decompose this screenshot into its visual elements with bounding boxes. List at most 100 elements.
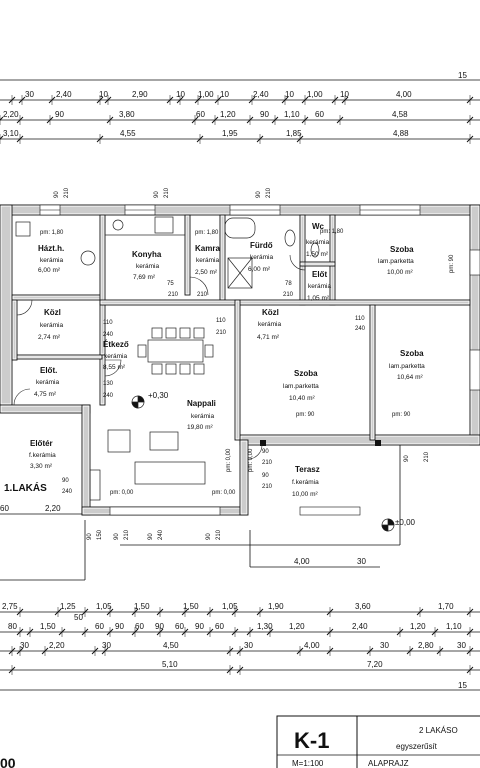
wall-fill	[301, 263, 334, 265]
door-swing	[13, 388, 31, 406]
sink-icon	[112, 219, 124, 231]
svg-text:210: 210	[262, 484, 273, 490]
dim-label: 60	[95, 622, 104, 631]
dim-label: 3,80	[119, 110, 135, 119]
terrace-column	[375, 440, 381, 446]
title-line-3: ALAPRAJZ	[368, 759, 409, 768]
svg-text:pm: 0,00: pm: 0,00	[110, 490, 134, 496]
svg-text:kerámia: kerámia	[306, 239, 330, 246]
dimension-row-bottom-1: 2,75 1,25 1,05 1,50 1,50 1,05 1,90 3,60 …	[2, 602, 454, 611]
svg-text:90: 90	[206, 533, 212, 540]
boiler-icon	[15, 221, 31, 237]
dim-label: 4,00	[294, 557, 310, 566]
svg-text:Fürdő: Fürdő	[250, 241, 273, 250]
svg-text:240: 240	[355, 326, 366, 332]
dim-label: 1,50	[40, 622, 56, 631]
dim-label: 1,05	[222, 602, 238, 611]
svg-text:10,00 m²: 10,00 m²	[292, 491, 318, 498]
room-elot-large: Előt. kerámia 4,75 m²	[34, 366, 60, 398]
svg-text:pm: 90: pm: 90	[296, 412, 315, 418]
dim-label: 1,30	[257, 622, 273, 631]
armchair	[107, 429, 131, 453]
svg-text:210: 210	[64, 187, 70, 198]
furniture	[13, 214, 395, 532]
door-swing	[104, 359, 122, 377]
chair	[165, 327, 177, 339]
dim-label: 90	[55, 110, 64, 119]
dim-label: 30	[357, 557, 366, 566]
title-line-2: egyszerűsít	[396, 742, 438, 751]
cabinet	[89, 469, 101, 501]
svg-text:19,80 m²: 19,80 m²	[187, 424, 213, 431]
svg-text:210: 210	[266, 187, 272, 198]
title-line-1: 2 LAKÁSO	[419, 726, 458, 735]
svg-text:110: 110	[216, 318, 226, 324]
unit-label: 1.LAKÁS	[4, 481, 47, 494]
dim-label: 50	[74, 613, 83, 622]
svg-text:kerámia: kerámia	[104, 353, 128, 360]
svg-text:Közl: Közl	[44, 308, 61, 317]
dim-label: 3,60	[355, 602, 371, 611]
svg-text:210: 210	[197, 292, 208, 298]
svg-text:Közl: Közl	[262, 308, 279, 317]
wall-fill	[331, 216, 334, 304]
svg-text:75: 75	[167, 281, 174, 287]
wall-fill	[13, 301, 16, 359]
chair	[137, 344, 147, 358]
sofa	[134, 461, 206, 485]
dim-label: 1,05	[96, 602, 112, 611]
wall-fill	[13, 296, 101, 299]
svg-text:6,00 m²: 6,00 m²	[248, 266, 271, 273]
title-block: K-1 M=1:100 2 LAKÁSO egyszerűsít ALAPRAJ…	[276, 715, 480, 768]
dim-label: 10	[220, 90, 229, 99]
wall-fill	[1, 406, 89, 412]
room-elot-small: Előt kerámia 1,05 m²	[307, 270, 332, 302]
dim-label: 2,90	[132, 90, 148, 99]
svg-text:90: 90	[114, 533, 120, 540]
chair	[151, 363, 163, 375]
svg-text:Kamra: Kamra	[195, 244, 220, 253]
wall-fill	[101, 216, 104, 354]
dim-label: 1,25	[60, 602, 76, 611]
bathtub	[224, 217, 256, 239]
dim-label: 2,40	[352, 622, 368, 631]
room-terasz: Terasz f.kerámia 10,00 m² pm: 0,00	[248, 448, 320, 498]
svg-text:110: 110	[355, 316, 365, 322]
room-furdo: Fürdő kerámia 6,00 m²	[248, 241, 274, 273]
door-swing	[189, 276, 209, 296]
chair	[179, 363, 191, 375]
dim-label: 15	[458, 681, 467, 690]
dim-label: 1,95	[222, 129, 238, 138]
dim-label: 15	[458, 71, 467, 80]
svg-text:210: 210	[168, 292, 179, 298]
walls	[0, 204, 480, 516]
dim-label: 10	[99, 90, 108, 99]
coffee-table	[149, 431, 179, 451]
room-labels: pm: 1,80 Házt.h. kerámia 6,00 m² Konyha …	[29, 222, 455, 498]
dimension-row-top-2: 2,20 90 3,80 60 1,20 90 1,10 60 4,58	[3, 110, 408, 119]
chair	[204, 344, 214, 358]
room-eloter: Előtér f.kerámia 3,30 m²	[29, 439, 56, 470]
room-hazt: pm: 1,80 Házt.h. kerámia 6,00 m²	[38, 230, 64, 274]
terrace-column	[260, 440, 266, 446]
dim-label: 2,40	[56, 90, 72, 99]
level-markers: +0,30 ±0,00 pm: 0,00 pm: 0,00	[110, 391, 416, 527]
dim-label: 2,20	[3, 110, 19, 119]
wall-fill	[236, 301, 239, 439]
svg-text:2,74 m²: 2,74 m²	[38, 334, 61, 341]
dim-label: 4,58	[392, 110, 408, 119]
dim-label: 2,20	[49, 641, 65, 650]
svg-text:4,71 m²: 4,71 m²	[257, 334, 280, 341]
chair	[151, 327, 163, 339]
dim-label: 1,10	[446, 622, 462, 631]
dim-label: 1,20	[220, 110, 236, 119]
svg-text:150: 150	[97, 529, 103, 540]
svg-text:pm: 1,80: pm: 1,80	[195, 230, 219, 236]
corner-fragment: 00	[0, 755, 16, 768]
level-inside-label: +0,30	[148, 391, 169, 400]
svg-text:240: 240	[103, 332, 114, 338]
door-swing	[289, 254, 306, 271]
svg-text:90: 90	[87, 533, 93, 540]
svg-text:240: 240	[62, 489, 73, 495]
dimension-row-top-1: 30 2,40 10 2,90 10 1,00 10 2,40 10 1,00 …	[25, 71, 467, 99]
